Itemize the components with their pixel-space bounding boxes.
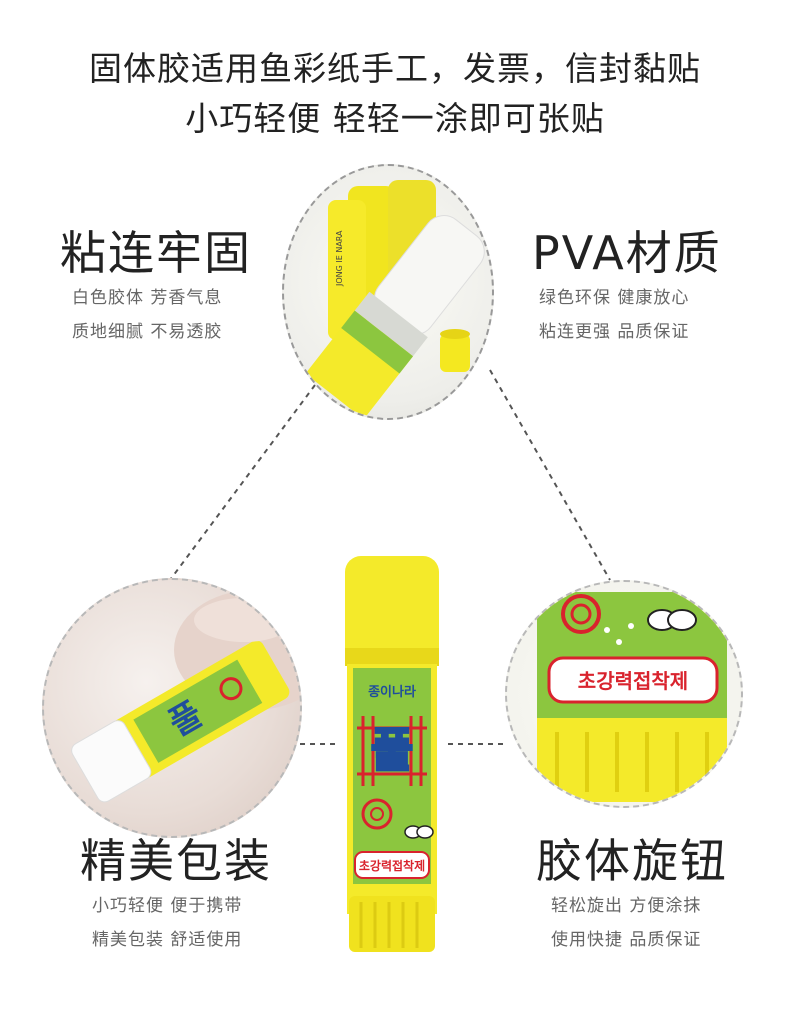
- cap-text: JONG IE NARA: [335, 230, 344, 287]
- headline-line-2: 小巧轻便 轻轻一涂即可张贴: [185, 99, 605, 138]
- product-slogan: 초강력접착제: [359, 858, 425, 873]
- feature-title-packaging: 精美包装: [80, 834, 272, 888]
- product-name: 풀: [371, 723, 413, 777]
- feature-sub-packaging-2: 精美包装 舒适使用: [92, 930, 243, 950]
- feature-title-bonding: 粘连牢固: [60, 226, 252, 280]
- product-glue-stick: 종이나라 풀 초강력접착제: [333, 556, 451, 954]
- slogan-right: 초강력접착제: [578, 669, 688, 693]
- feature-sub-bonding-2: 质地细腻 不易透胶: [72, 322, 223, 342]
- feature-sub-twist-1: 轻松旋出 方便涂抹: [551, 896, 702, 916]
- feature-sub-material-1: 绿色环保 健康放心: [539, 288, 690, 308]
- feature-title-material: PVA材质: [532, 226, 722, 280]
- headline-line-1: 固体胶适用鱼彩纸手工，发票，信封黏贴: [89, 49, 701, 88]
- feature-sub-material-2: 粘连更强 品质保证: [539, 322, 690, 342]
- product-brand: 종이나라: [368, 684, 416, 700]
- feature-sub-twist-2: 使用快捷 品质保证: [551, 930, 702, 950]
- detail-circle-twist-base: 초강력접착제: [505, 580, 743, 808]
- feature-title-twist: 胶体旋钮: [536, 834, 728, 888]
- feature-sub-bonding-1: 白色胶体 芳香气息: [72, 288, 223, 308]
- detail-circle-open-glue: JONG IE NARA: [282, 164, 494, 420]
- feature-sub-packaging-1: 小巧轻便 便于携带: [92, 896, 243, 916]
- detail-circle-hand-package: 풀: [42, 578, 302, 838]
